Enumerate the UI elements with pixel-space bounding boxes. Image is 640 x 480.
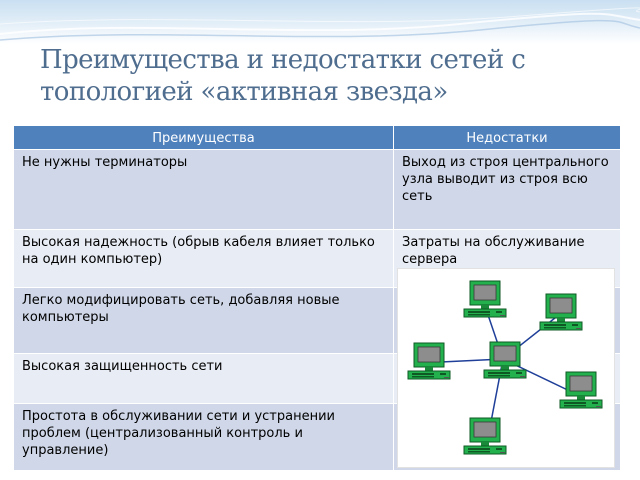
disadvantage-cell: Выход из строя центрального узла выводит… [393, 149, 621, 230]
advantage-cell: Высокая защищенность сети [13, 353, 394, 404]
computer-icon [463, 280, 507, 318]
advantage-cell: Не нужны терминаторы [13, 149, 394, 230]
computer-icon [463, 417, 507, 455]
table-header-row: Преимущества Недостатки [13, 125, 621, 150]
slide-title: Преимущества и недостатки сетей с тополо… [40, 45, 526, 107]
header-disadvantages: Недостатки [393, 125, 621, 150]
header-wave-decoration [0, 7, 640, 41]
star-topology-diagram [397, 268, 615, 468]
computer-icon [407, 342, 451, 380]
advantage-cell: Легко модифицировать сеть, добавляя новы… [13, 287, 394, 354]
computer-icon [539, 293, 583, 331]
computer-icon [483, 341, 527, 379]
advantage-cell: Простота в обслуживании сети и устранени… [13, 403, 394, 471]
header-band [0, 0, 640, 44]
advantage-cell: Высокая надежность (обрыв кабеля влияет … [13, 229, 394, 288]
header-advantages: Преимущества [13, 125, 394, 150]
star-topology-svg [407, 280, 603, 455]
table-row: Не нужны терминаторы Выход из строя цент… [13, 149, 621, 230]
computer-icon [559, 371, 603, 409]
